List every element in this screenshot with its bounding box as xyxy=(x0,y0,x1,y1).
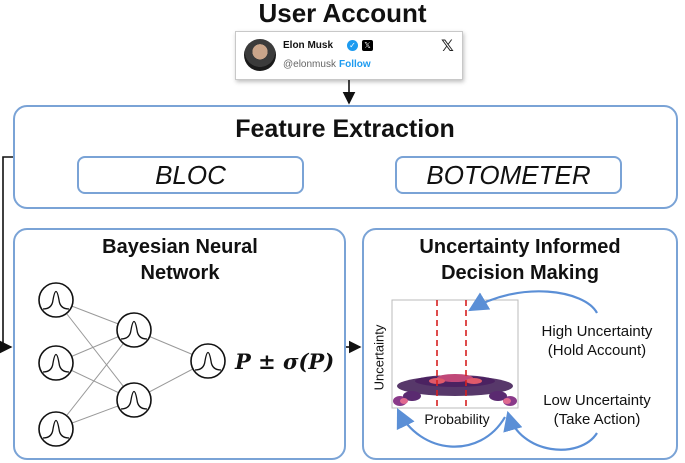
low-uncertainty-arrow-right xyxy=(503,410,598,451)
low-uncertainty-label: Low Uncertainty (Take Action) xyxy=(522,391,672,429)
low-uncertainty-line2: (Take Action) xyxy=(553,411,641,428)
profile-handle: @elonmusk xyxy=(283,59,336,70)
density-arc xyxy=(393,374,517,406)
gaussian-curve-icon xyxy=(116,382,152,418)
features-to-bnn-connector xyxy=(0,156,13,354)
gaussian-curve-icon xyxy=(38,345,74,381)
x-logo-icon: 𝕏 xyxy=(441,38,454,55)
low-uncertainty-line1: Low Uncertainty xyxy=(543,392,651,409)
follow-button[interactable]: Follow xyxy=(339,59,371,70)
decision-title-line2: Decision Making xyxy=(441,262,599,284)
user-account-title: User Account xyxy=(258,0,427,28)
bloc-box: BLOC xyxy=(77,156,304,194)
feature-extraction-title: Feature Extraction xyxy=(235,115,455,143)
gaussian-curve-icon xyxy=(190,343,226,379)
bnn-title-line2: Network xyxy=(140,262,220,284)
avatar xyxy=(244,39,276,71)
profile-card[interactable]: Elon Musk ✓ 𝕏 @elonmusk Follow 𝕏 xyxy=(235,31,463,80)
verified-badge-icon: ✓ xyxy=(347,40,358,51)
profile-name: Elon Musk xyxy=(283,40,334,51)
botometer-box: BOTOMETER xyxy=(395,156,622,194)
high-uncertainty-line2: (Hold Account) xyxy=(547,342,647,359)
gaussian-curve-icon xyxy=(38,282,74,318)
x-badge-icon: 𝕏 xyxy=(362,40,373,51)
gaussian-curve-icon xyxy=(116,312,152,348)
bnn-title-line1: Bayesian Neural xyxy=(102,236,258,258)
bnn-output-formula: P ± σ(P) xyxy=(235,349,335,374)
low-uncertainty-arrow-left xyxy=(396,408,506,448)
plot-xlabel: Probability xyxy=(424,411,490,427)
high-uncertainty-arrow xyxy=(468,290,598,314)
decision-title-line1: Uncertainty Informed xyxy=(419,236,621,258)
gaussian-curve-icon xyxy=(38,411,74,447)
high-uncertainty-line1: High Uncertainty xyxy=(541,323,653,340)
network-nodes xyxy=(38,282,226,447)
high-uncertainty-label: High Uncertainty (Hold Account) xyxy=(522,322,672,360)
